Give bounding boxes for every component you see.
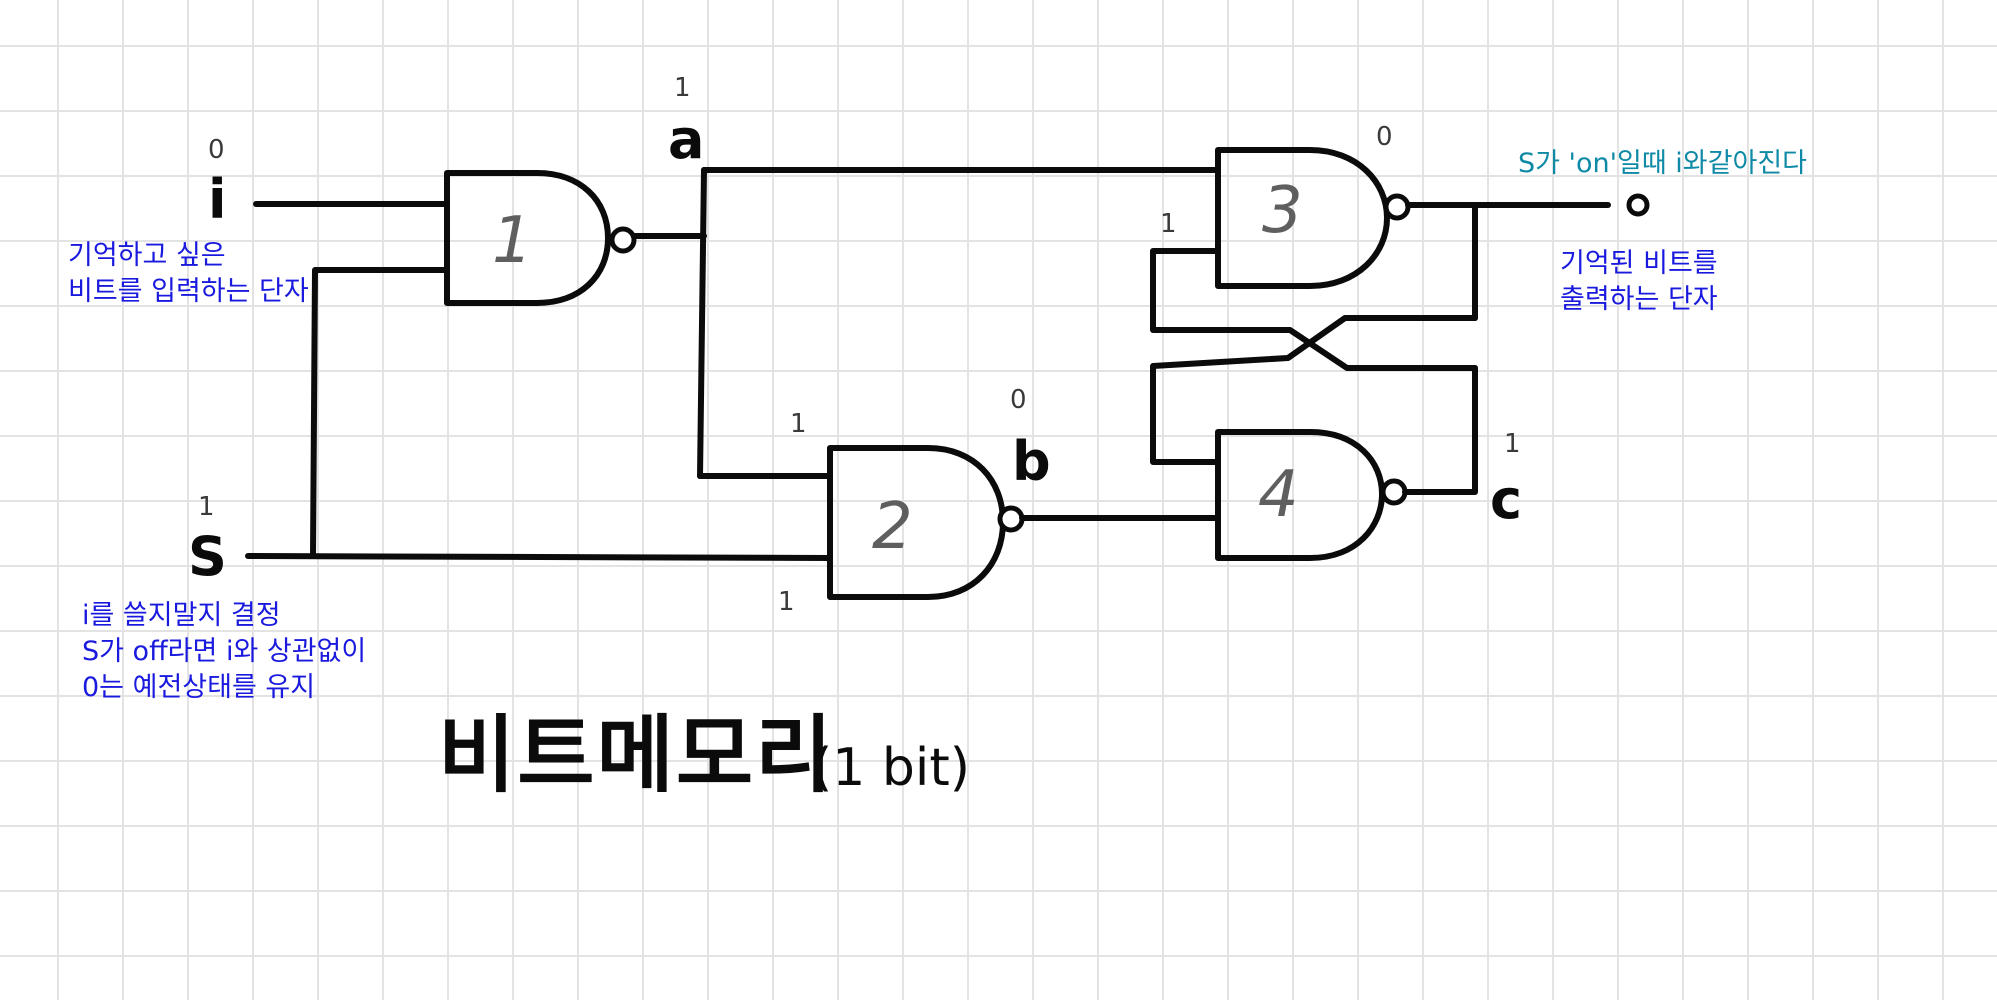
diagram-subtitle: (1 bit) — [812, 738, 971, 798]
input-i-description: 기억하고 싶은 비트를 입력하는 단자 — [68, 240, 309, 307]
signal-b-label: b — [1012, 430, 1051, 493]
value-gate2-in-bottom: 1 — [778, 587, 795, 617]
wire-gate4-feedback — [1402, 365, 1478, 495]
nand-gate-2 — [827, 445, 1006, 600]
gate-4-label: 4 — [1258, 458, 1299, 532]
output-description: 기억된 비트를 출력하는 단자 — [1560, 248, 1718, 315]
wire-cross-from-gate3 — [1150, 315, 1478, 465]
signal-c-label: c — [1490, 468, 1522, 531]
wire-cross-from-gate4 — [1150, 248, 1478, 371]
nand-gate-2-bubble — [997, 505, 1025, 533]
gate-1-label: 1 — [492, 204, 533, 278]
value-b: 0 — [1010, 385, 1027, 415]
nand-gate-1 — [444, 170, 611, 306]
signal-i-label: i — [208, 168, 227, 231]
wire-a-vertical — [697, 167, 707, 479]
signal-a-label: a — [668, 108, 704, 171]
value-s: 1 — [198, 492, 215, 522]
output-terminal — [1626, 193, 1650, 217]
wire-s-to-gate1 — [310, 267, 450, 559]
diagram-title: 비트메모리 — [438, 706, 835, 804]
gate-2-label: 2 — [872, 490, 913, 564]
signal-s-label: S — [188, 525, 227, 588]
value-c: 1 — [1504, 429, 1521, 459]
wire-s-input — [245, 553, 833, 561]
value-a: 1 — [674, 73, 691, 103]
nand-gate-4-bubble — [1380, 478, 1408, 506]
value-gate3-out: 0 — [1376, 122, 1393, 152]
nand-gate-4 — [1215, 429, 1385, 561]
value-gate2-in-top: 1 — [790, 409, 807, 439]
nand-gate-3 — [1215, 147, 1390, 289]
output-condition-note: S가 'on'일때 i와같아진다 — [1518, 148, 1808, 179]
nand-gate-3-bubble — [1383, 193, 1411, 221]
nand-gate-1-bubble — [609, 226, 637, 254]
value-gate3-in: 1 — [1160, 209, 1177, 239]
value-i: 0 — [208, 135, 225, 165]
gate-3-label: 3 — [1262, 174, 1303, 248]
input-s-description: i를 쓸지말지 결정 S가 off라면 i와 상관없이 0는 예전상태를 유지 — [82, 600, 367, 703]
